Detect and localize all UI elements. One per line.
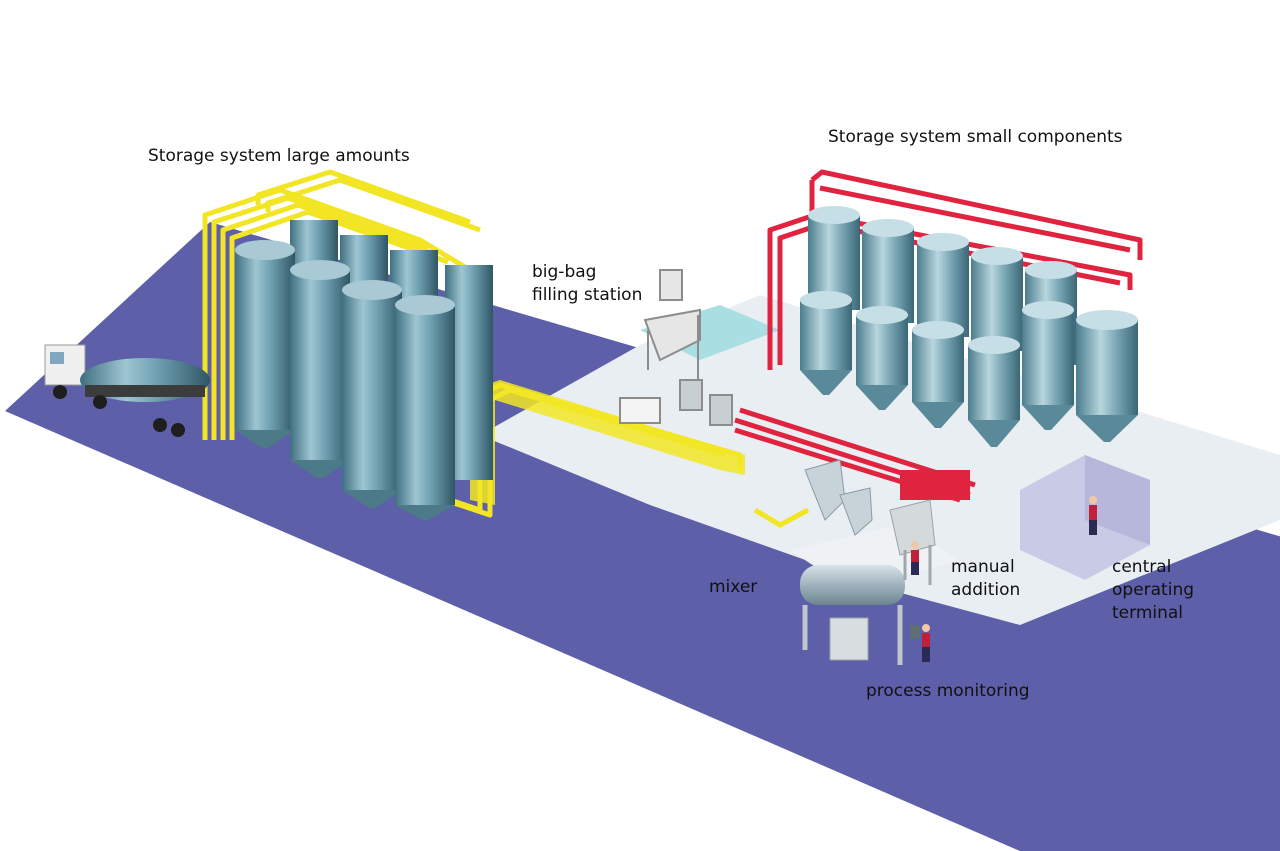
label-storage-large: Storage system large amounts: [148, 146, 410, 166]
label-manual-line1: manual: [951, 557, 1015, 577]
process-monitoring-terminal: [910, 625, 920, 639]
label-storage-small: Storage system small components: [828, 127, 1123, 147]
mixer-station: [800, 459, 905, 665]
tanker-truck-icon: [44, 344, 210, 437]
label-central-line2: operating: [1112, 580, 1195, 600]
label-central-terminal: central operating terminal: [1112, 556, 1194, 625]
label-big-bag: big-bag filling station: [532, 261, 642, 307]
large-silos: [235, 220, 493, 520]
operator-figure-icon: [1089, 496, 1097, 535]
silo-front-row: [235, 240, 455, 520]
label-process-monitoring: process monitoring: [866, 681, 1030, 701]
manual-addition-station: [889, 499, 936, 585]
label-big-bag-line2: filling station: [532, 285, 643, 305]
yellow-bridge: [470, 380, 745, 505]
label-manual-line2: addition: [951, 580, 1021, 600]
operator-figure-icon: [922, 624, 930, 662]
small-silos-front-row: [800, 291, 1138, 447]
operator-figure-icon: [911, 541, 919, 575]
label-mixer: mixer: [709, 577, 758, 597]
big-bag-filling-station: [619, 269, 733, 426]
label-central-line3: terminal: [1112, 603, 1184, 623]
label-manual-addition: manual addition: [951, 556, 1020, 602]
label-big-bag-line1: big-bag: [532, 262, 597, 282]
central-operating-terminal-room: [1020, 455, 1150, 580]
red-manifold: [900, 470, 970, 500]
label-central-line1: central: [1112, 557, 1172, 577]
